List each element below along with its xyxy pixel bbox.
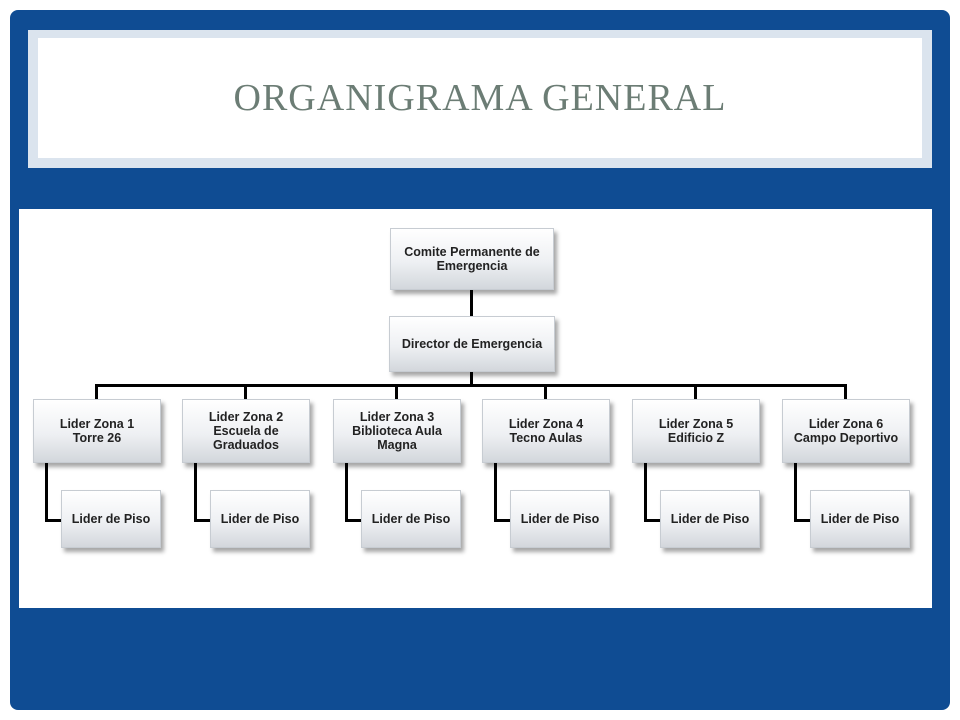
node-floor-5: Lider de Piso <box>660 490 760 548</box>
connector-floor-horizontal-2 <box>194 519 214 522</box>
connector-floor-horizontal-1 <box>45 519 65 522</box>
connector-floor-horizontal-5 <box>644 519 664 522</box>
node-zone-6-line: Lider Zona 6 <box>808 417 884 431</box>
node-zone-2-line: Lider Zona 2 <box>208 410 284 424</box>
connector-floor-horizontal-4 <box>494 519 514 522</box>
node-zone-4-line: Lider Zona 4 <box>508 417 584 431</box>
node-zone-2-line: Escuela de <box>213 424 279 438</box>
node-zone-3-line: Lider Zona 3 <box>359 410 435 424</box>
connector-zone-drop-6 <box>844 384 847 400</box>
node-zone-2-line: Graduados <box>212 438 279 452</box>
node-floor-6: Lider de Piso <box>810 490 910 548</box>
node-floor-2: Lider de Piso <box>210 490 310 548</box>
connector-zone-drop-4 <box>544 384 547 400</box>
title-box: ORGANIGRAMA GENERAL <box>38 38 922 158</box>
slide-title: ORGANIGRAMA GENERAL <box>233 77 727 119</box>
connector-zone-drop-2 <box>244 384 247 400</box>
node-floor-1-line: Lider de Piso <box>71 512 151 526</box>
node-comite-line: Emergencia <box>436 259 508 273</box>
connector-director-bus <box>470 372 473 386</box>
node-zone-3-line: Magna <box>377 438 417 452</box>
node-director: Director de Emergencia <box>389 316 555 372</box>
node-floor-2-line: Lider de Piso <box>220 512 300 526</box>
node-zone-6-line: Campo Deportivo <box>793 431 899 445</box>
connector-zone-drop-5 <box>694 384 697 400</box>
node-comite-line: Comite Permanente de <box>404 245 540 259</box>
node-floor-1: Lider de Piso <box>61 490 161 548</box>
connector-top-director <box>470 288 473 318</box>
node-zone-5-line: Edificio Z <box>667 431 725 445</box>
connector-floor-vertical-3 <box>345 462 348 522</box>
node-floor-4-line: Lider de Piso <box>520 512 600 526</box>
node-zone-1-line: Torre 26 <box>72 431 122 445</box>
node-zone-4-line: Tecno Aulas <box>509 431 583 445</box>
node-floor-3-line: Lider de Piso <box>371 512 451 526</box>
node-director-line: Director de Emergencia <box>401 337 543 351</box>
node-floor-6-line: Lider de Piso <box>820 512 900 526</box>
connector-floor-horizontal-6 <box>794 519 814 522</box>
connector-floor-vertical-2 <box>194 462 197 522</box>
connector-zone-drop-3 <box>395 384 398 400</box>
node-zone-3-line: Biblioteca Aula <box>352 424 442 438</box>
connector-floor-vertical-4 <box>494 462 497 522</box>
node-zone-5-line: Lider Zona 5 <box>658 417 734 431</box>
connector-floor-horizontal-3 <box>345 519 365 522</box>
connector-zone-drop-1 <box>95 384 98 400</box>
node-zone-1-line: Lider Zona 1 <box>59 417 135 431</box>
node-floor-4: Lider de Piso <box>510 490 610 548</box>
connector-floor-vertical-5 <box>644 462 647 522</box>
connector-floor-vertical-1 <box>45 462 48 522</box>
connector-bus <box>95 384 847 387</box>
node-floor-5-line: Lider de Piso <box>670 512 750 526</box>
connector-floor-vertical-6 <box>794 462 797 522</box>
node-floor-3: Lider de Piso <box>361 490 461 548</box>
